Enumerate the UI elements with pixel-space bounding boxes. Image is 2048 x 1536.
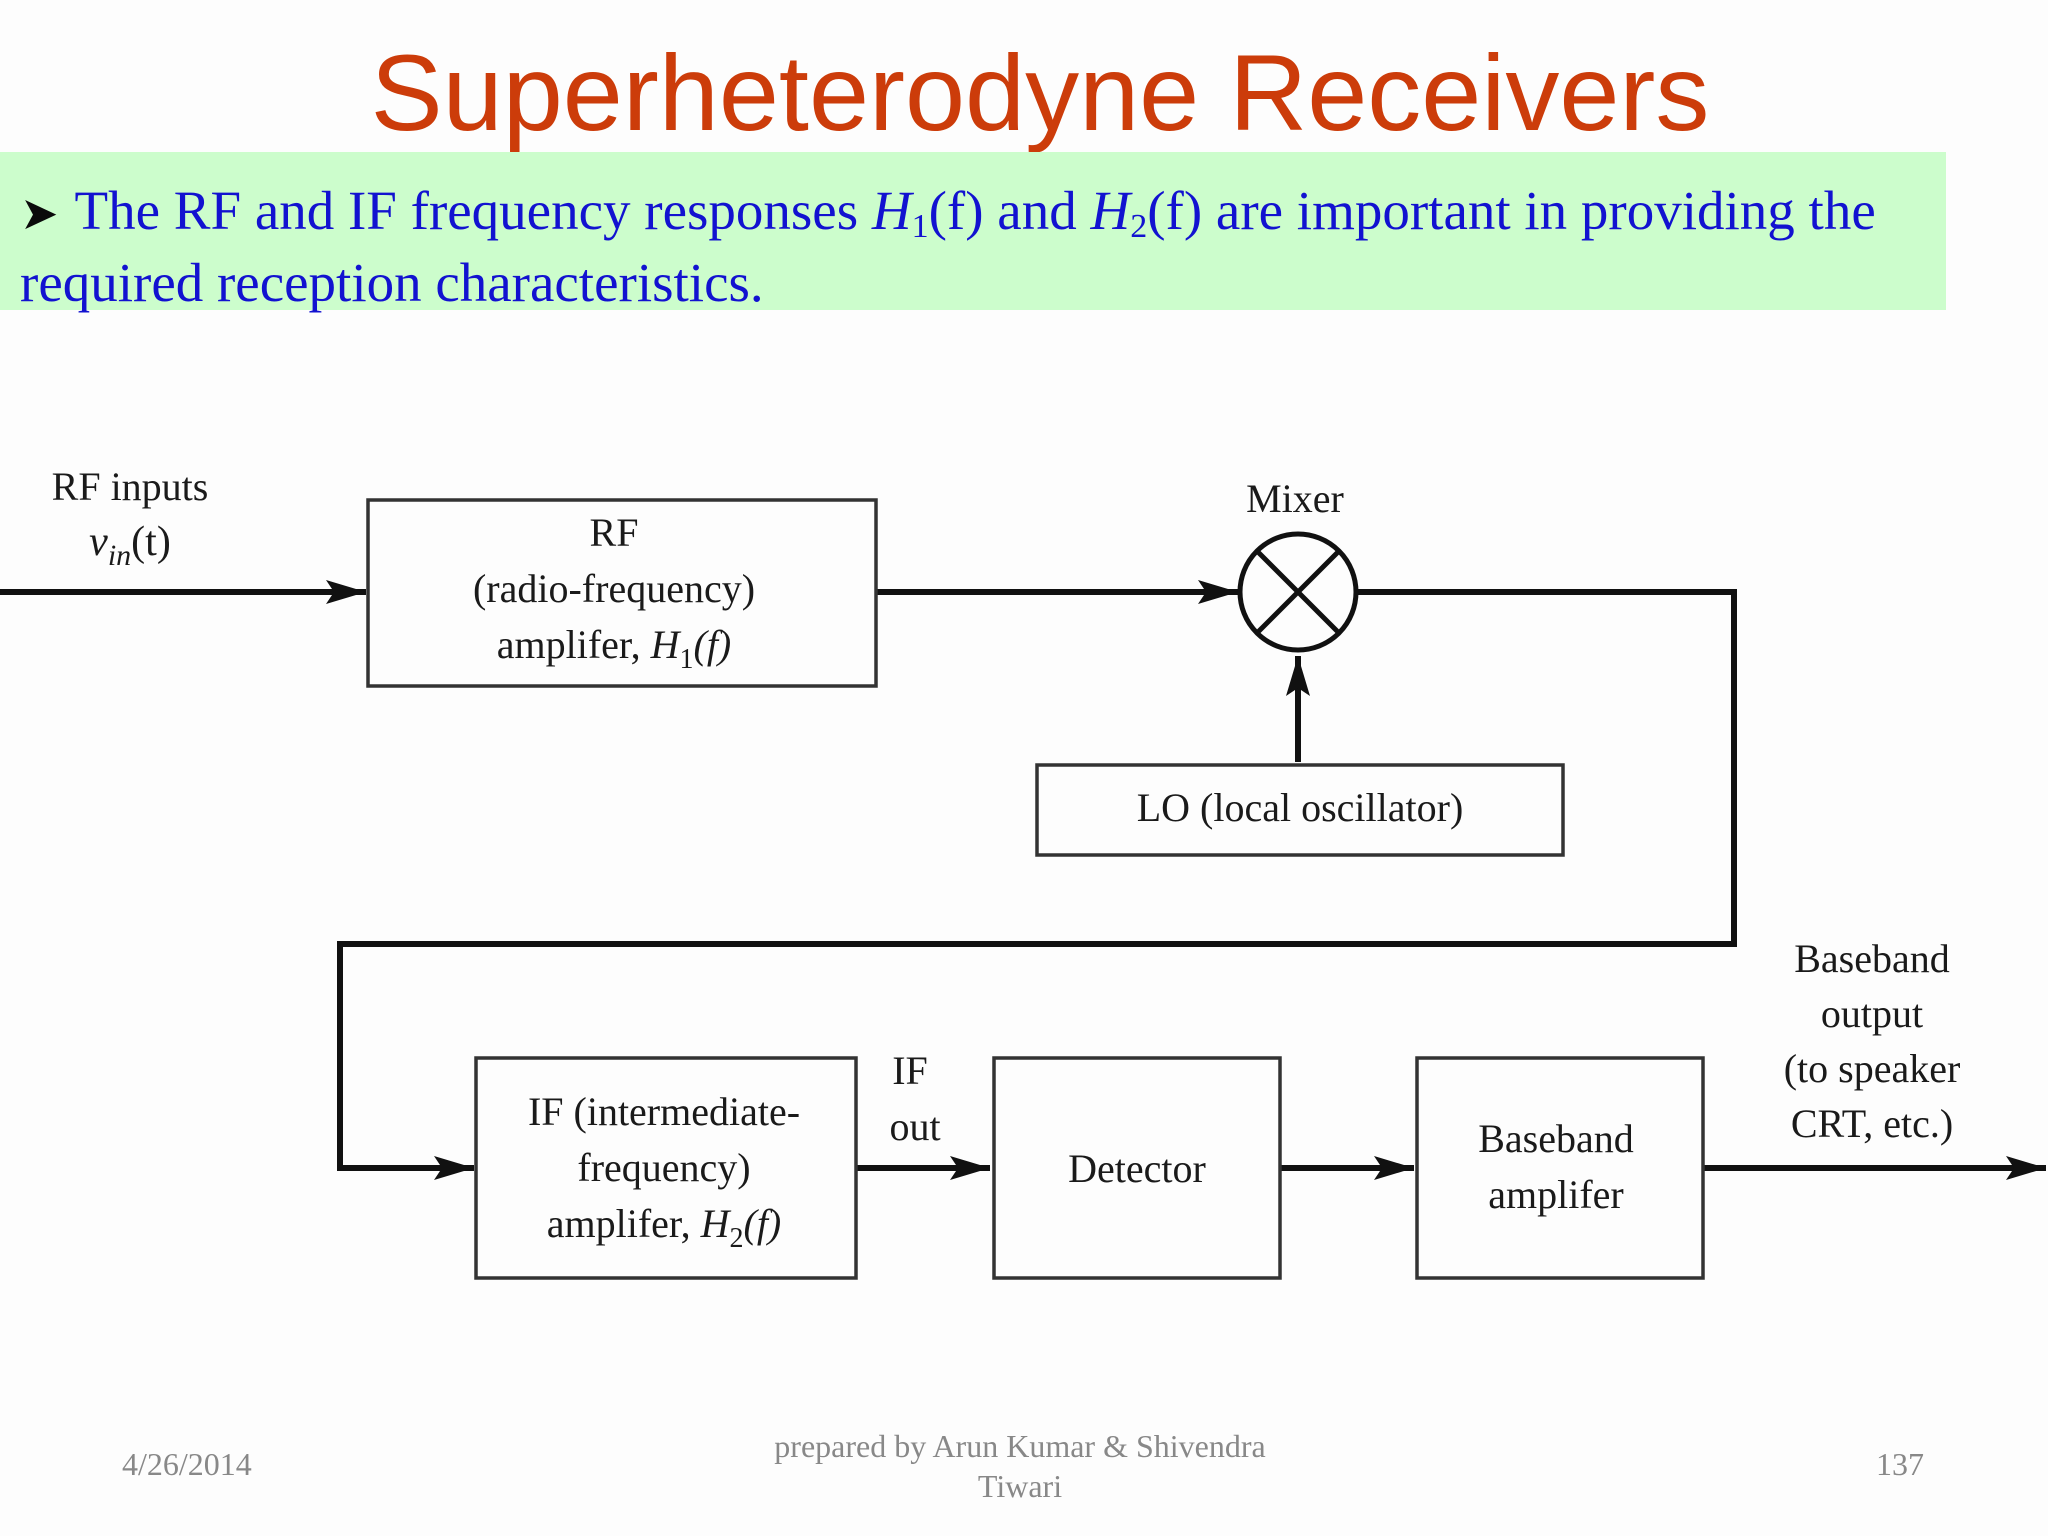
if-out-label-line1: IF	[892, 1048, 928, 1093]
detector-label: Detector	[1068, 1146, 1206, 1191]
if-amp-line3: amplifer, H2(f)	[547, 1201, 782, 1254]
mixer-to-if-path	[337, 589, 1737, 1180]
rf-amplifier-block	[366, 498, 878, 688]
rf-amp-line2: (radio-frequency)	[473, 566, 755, 611]
callout-and: and	[983, 180, 1091, 241]
rf-amp-line3: amplifer, H1(f)	[497, 622, 732, 675]
block-diagram: RF inputs vin(t) RF (radio-frequency) am…	[0, 464, 2046, 1280]
vin-arg: (t)	[131, 519, 171, 565]
if-out-label-line2: out	[889, 1104, 940, 1149]
callout-h2-sub: 2	[1130, 208, 1148, 245]
mixer-label: Mixer	[1246, 476, 1344, 521]
callout-text-end: are important in providing the required …	[20, 180, 1876, 313]
callout-h2-var: H	[1090, 180, 1131, 241]
footer-date: 4/26/2014	[122, 1446, 252, 1482]
if-amp-line2: frequency)	[577, 1145, 750, 1190]
baseband-amp-line2: amplifer	[1488, 1172, 1624, 1217]
lo-block	[1035, 763, 1565, 857]
detector-block	[992, 1056, 1282, 1280]
callout-h1-sub: 1	[911, 208, 929, 245]
rf-amp-line3-prefix: amplifer,	[497, 622, 651, 667]
arrowhead-bullet-icon: ➤	[20, 186, 59, 240]
rf-input-label: RF inputs	[52, 464, 209, 509]
if-amp-h-var: H	[700, 1201, 732, 1246]
if-amplifier-block	[474, 1056, 858, 1280]
mixer-multiply-icon	[1237, 531, 1359, 653]
lo-label: LO (local oscillator)	[1137, 785, 1464, 830]
slide-title: Superheterodyne Receivers	[370, 32, 1710, 153]
if-amp-line3-prefix: amplifer,	[547, 1201, 701, 1246]
callout-h1-arg: (f)	[928, 180, 984, 241]
if-amp-h-arg: (f)	[744, 1201, 782, 1246]
rf-amp-line1: RF	[590, 510, 639, 555]
baseband-amplifier-block	[1415, 1056, 1705, 1280]
if-amp-line1: IF (intermediate-	[528, 1089, 800, 1134]
footer-page-number: 137	[1876, 1446, 1924, 1482]
callout-box: ➤The RF and IF frequency responses H1(f)…	[0, 152, 1946, 313]
callout-h1-var: H	[871, 180, 912, 241]
callout-text-part: The RF and IF frequency responses	[74, 180, 872, 241]
rf-amp-h-sub: 1	[680, 644, 694, 675]
rf-amp-h-var: H	[650, 622, 682, 667]
footer-author-line1: prepared by Arun Kumar & Shivendra	[774, 1428, 1266, 1464]
vin-var: v	[89, 519, 108, 565]
footer-author-line2: Tiwari	[977, 1468, 1063, 1504]
footer-author: prepared by Arun Kumar & Shivendra Tiwar…	[740, 1426, 1300, 1506]
rf-amp-h-arg: (f)	[694, 622, 732, 667]
baseband-amp-line1: Baseband	[1478, 1116, 1634, 1161]
baseband-output-line2: output	[1821, 991, 1923, 1036]
callout-h2-arg: (f)	[1147, 180, 1203, 241]
baseband-output-line1: Baseband	[1794, 936, 1950, 981]
if-amp-h-sub: 2	[730, 1223, 744, 1254]
vin-label: vin(t)	[89, 519, 171, 572]
baseband-output-line3: (to speaker	[1784, 1046, 1961, 1091]
baseband-output-line4: CRT, etc.)	[1791, 1101, 1953, 1146]
vin-sub: in	[108, 539, 131, 572]
